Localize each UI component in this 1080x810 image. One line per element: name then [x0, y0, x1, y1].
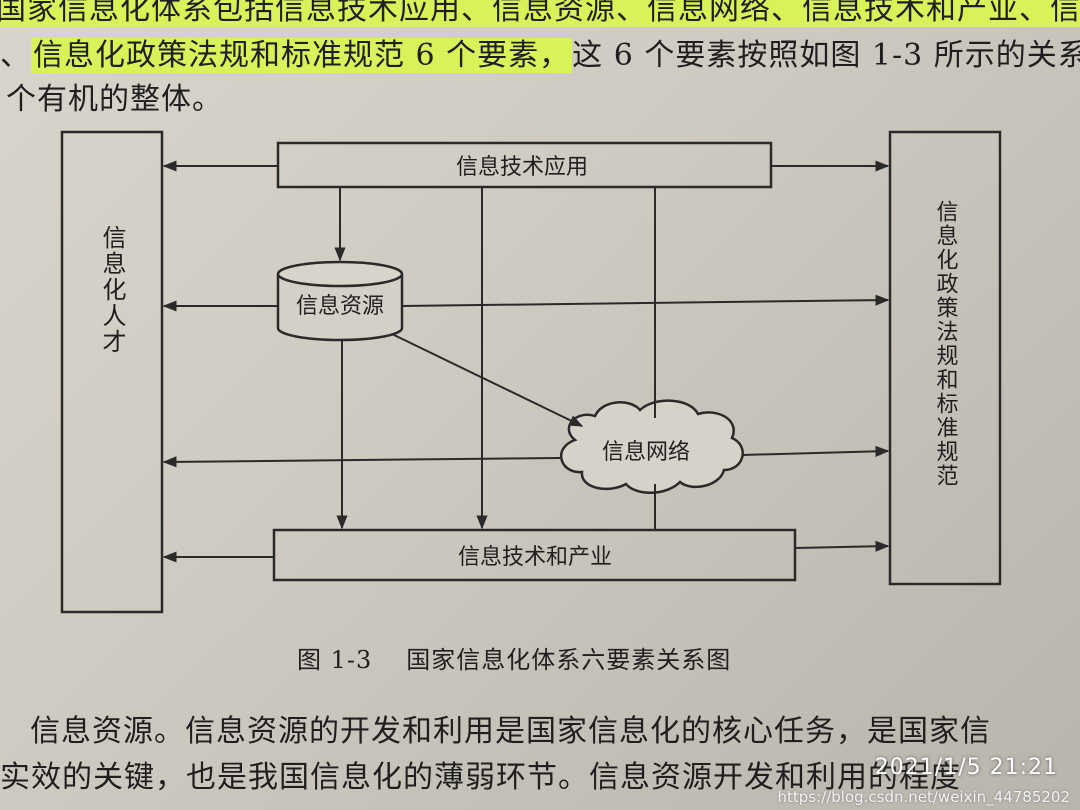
- blog-watermark: https://blog.csdn.net/weixin_44785202: [777, 788, 1070, 806]
- paragraph-bottom-line-2: 实效的关键，也是我国信息化的薄弱环节。信息资源开发和利用的程度: [0, 752, 961, 796]
- paragraph-top-line-3-text: 个有机的整体。: [6, 82, 223, 117]
- figure-title: 国家信息化体系六要素关系图: [406, 646, 732, 674]
- arrow-industry-to-policy: [794, 540, 890, 552]
- paragraph-top-line-2: 、信息化政策法规和标准规范 6 个要素，这 6 个要素按照如图 1-3 所示的关…: [0, 30, 1080, 74]
- paragraph-top-line-2-post: 这 6 个要素按照如图 1-3 所示的关系: [572, 38, 1080, 73]
- resource-label: 信息资源: [296, 294, 384, 319]
- photo-timestamp: 2021/1/5 21:21: [874, 755, 1058, 780]
- paragraph-bottom-line-1: 信息资源。信息资源的开发和利用是国家信息化的核心任务，是国家信: [30, 706, 991, 750]
- network-cloud: [559, 399, 744, 494]
- tech-industry-label: 信息技术和产业: [458, 545, 612, 570]
- arrow-network-to-talent: [162, 456, 561, 468]
- paragraph-bottom-line-2-text: 实效的关键，也是我国信息化的薄弱环节。信息资源开发和利用的程度: [0, 760, 961, 795]
- tech-industry-box: [272, 528, 797, 582]
- figure-caption: 图 1-3 国家信息化体系六要素关系图: [297, 640, 731, 675]
- arrow-resource-to-network: [391, 333, 584, 427]
- arrow-network-to-policy: [741, 445, 890, 457]
- resource-cylinder: [276, 260, 404, 342]
- talent-box: [60, 130, 164, 614]
- talent-label: 信息化人才: [98, 225, 126, 355]
- paragraph-top-line-3: 个有机的整体。: [6, 74, 223, 118]
- paragraph-top-line-2-pre: 、: [0, 38, 31, 73]
- arrow-resource-to-policy: [401, 294, 890, 307]
- network-label: 信息网络: [602, 440, 690, 465]
- policy-box: [888, 130, 1002, 586]
- paragraph-top-line-1: 国家信息化体系包括信息技术应用、信息资源、信息网络、信息技术和产业、信: [0, 0, 1080, 28]
- figure-number: 图 1-3: [297, 646, 373, 674]
- paragraph-bottom-line-1-text: 信息资源。信息资源的开发和利用是国家信息化的核心任务，是国家信: [30, 714, 991, 749]
- highlighted-text: 信息化政策法规和标准规范 6 个要素，: [31, 38, 573, 73]
- paragraph-top-line-1-text: 国家信息化体系包括信息技术应用、信息资源、信息网络、信息技术和产业、信: [0, 0, 1080, 27]
- policy-label: 信息化政策法规和标准规范: [933, 200, 959, 488]
- tech-application-label: 信息技术应用: [456, 155, 588, 180]
